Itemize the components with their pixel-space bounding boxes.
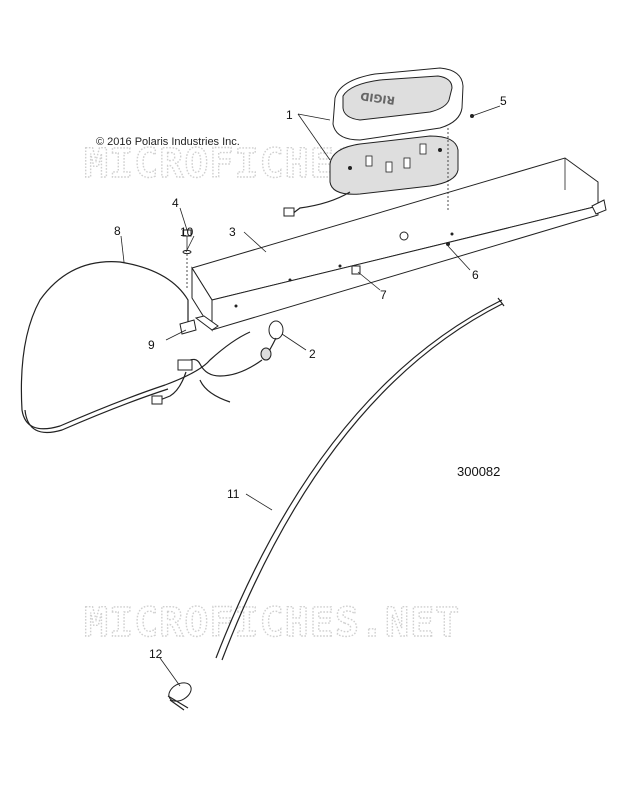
callout-1: 1: [286, 108, 293, 122]
watermark-bottom: MICROFICHES.NET: [84, 600, 460, 646]
light-base-plate: [329, 135, 459, 195]
light-bar-housing: [191, 157, 607, 332]
callout-2: 2: [309, 347, 316, 361]
callout-6: 6: [472, 268, 479, 282]
callout-10: 10: [180, 225, 194, 239]
callout-5: 5: [500, 94, 507, 108]
cable-tie-part-12: [167, 682, 192, 711]
switch-part-2: [151, 320, 284, 405]
housing-logo: RIGID: [360, 89, 396, 107]
callout-8: 8: [114, 224, 121, 238]
base-plate-wire: [291, 191, 351, 215]
callout-9: 9: [148, 338, 155, 352]
figure-number: 300082: [457, 464, 501, 479]
callout-7: 7: [380, 288, 387, 302]
fastener-part-6: [446, 242, 450, 246]
callout-4: 4: [172, 196, 179, 210]
callout-3: 3: [229, 225, 236, 239]
weather-strip-part-11: [215, 297, 505, 661]
bolt-part-4: [182, 229, 192, 290]
bracket-part-9: [179, 319, 197, 335]
wire-connector-top: [283, 207, 295, 217]
copyright-text: © 2016 Polaris Industries Inc.: [96, 136, 240, 148]
harness-loop-part-8: [20, 261, 251, 430]
light-cover: RIGID: [332, 67, 464, 141]
clip-part-7: [351, 265, 361, 275]
callout-12: 12: [149, 647, 163, 661]
callout-11: 11: [227, 487, 240, 501]
